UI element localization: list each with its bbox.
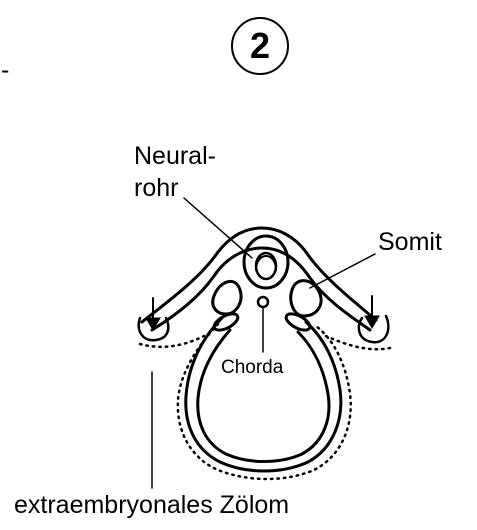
figure-number: 2: [231, 17, 289, 75]
embryo-outer-outline: [142, 228, 376, 471]
somite-left: [213, 281, 241, 314]
somite-right: [291, 281, 321, 316]
label-chorda: Chorda: [221, 358, 283, 377]
dash-mark: -: [1, 58, 9, 83]
chorda: [258, 297, 268, 307]
mesoderm-right: [284, 311, 313, 334]
mesoderm-left: [212, 311, 241, 334]
left-dotted-rim: [140, 336, 204, 347]
neuralrohr-leader-line: [184, 198, 252, 258]
left-arrow-head: [146, 318, 160, 330]
label-extraembryonales-zoelom: extraembryonales Zölom: [14, 493, 289, 518]
label-somit: Somit: [378, 230, 442, 255]
label-neuralrohr-line2: rohr: [134, 176, 178, 201]
label-neuralrohr-line1: Neural-: [134, 144, 216, 169]
